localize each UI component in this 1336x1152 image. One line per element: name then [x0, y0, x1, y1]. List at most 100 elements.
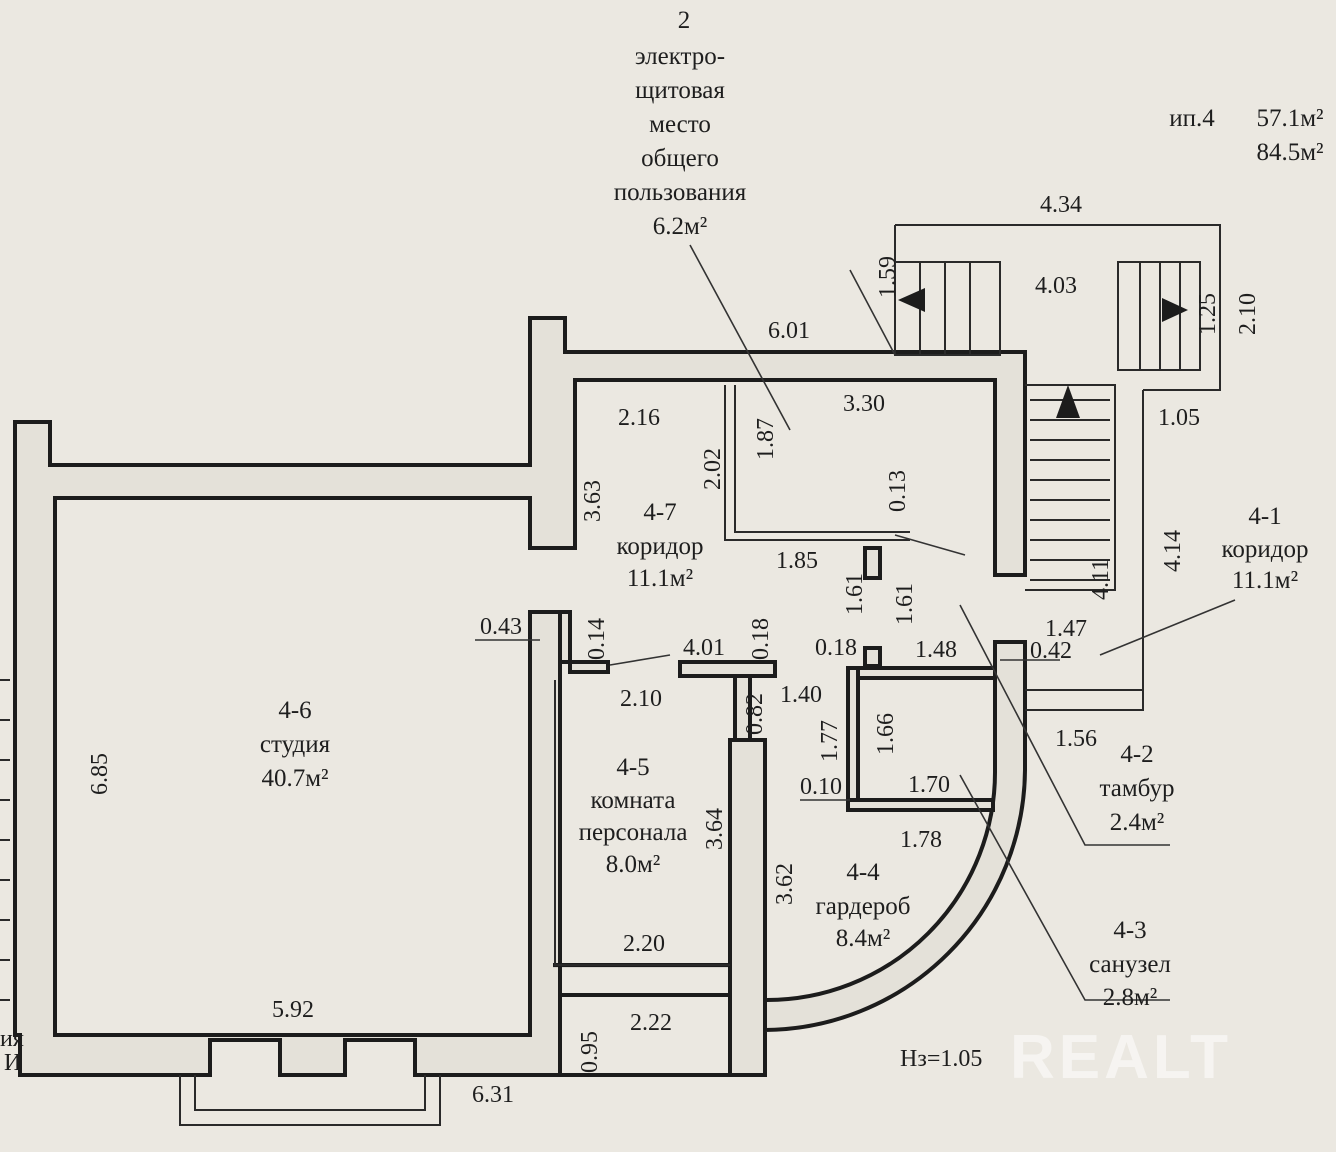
lower-wall	[558, 993, 732, 1077]
room-name: гардероб	[815, 893, 910, 920]
dim-label: 4.11	[1088, 559, 1114, 600]
room-2-name-line: место	[649, 111, 711, 138]
room-staff: 4-5 комната персонала 8.0м²	[579, 754, 688, 878]
dim-label: 2.10	[1235, 293, 1261, 335]
dim-label: 1.77	[817, 720, 843, 762]
dim-label: 0.18	[748, 618, 774, 660]
inner-lines	[0, 224, 1221, 1126]
dim-label: 1.47	[1045, 616, 1087, 642]
room-number: 4-1	[1248, 503, 1281, 530]
room-studio: 4-6 студия 40.7м²	[260, 697, 331, 792]
left-outer-wall	[13, 316, 1027, 1077]
room-number: 4-3	[1113, 917, 1146, 944]
dim-label: 1.48	[915, 637, 957, 663]
room-name: санузел	[1089, 951, 1171, 978]
wall-018	[863, 646, 882, 668]
arrow-left-icon	[898, 288, 925, 312]
edge-fragment-line2: И	[4, 1050, 21, 1076]
dim-label: 3.63	[580, 480, 606, 522]
walls	[13, 316, 1027, 1077]
wall-bath-bottom	[846, 798, 995, 812]
room-name: персонала	[579, 819, 688, 846]
room-number: 4-7	[643, 499, 676, 526]
room-area: 8.0м²	[606, 851, 661, 878]
dimension-labels: 4.34 4.03 1.59 1.25 2.10 6.01 3.30 2.16 …	[87, 192, 1261, 1108]
room-number: 4-4	[846, 859, 880, 886]
room-2-name-line: электро-	[635, 43, 725, 70]
room-corridor-4-7: 4-7 коридор 11.1м²	[617, 499, 704, 592]
leader-lines	[475, 244, 1236, 1001]
dim-label: 4.01	[683, 635, 725, 661]
wardrobe-arc-wall	[728, 640, 1027, 1077]
room-2-area: 6.2м²	[653, 213, 708, 240]
dim-label: 1.87	[753, 418, 779, 460]
dim-label: 2.02	[700, 448, 726, 490]
dim-label: 3.62	[772, 863, 798, 905]
arrow-right-icon	[1162, 298, 1188, 322]
arrows	[898, 288, 1188, 418]
height-label: Нз=1.05	[900, 1046, 982, 1072]
total-area-2: 84.5м²	[1256, 139, 1323, 166]
dim-label: 2.16	[618, 405, 660, 431]
dim-label: 0.82	[742, 693, 768, 735]
room-2-name-line: щитовая	[635, 77, 725, 104]
room-number: 4-5	[616, 754, 649, 781]
room-bathroom: 4-3 санузел 2.8м²	[1089, 917, 1171, 1011]
dim-label: 0.13	[885, 470, 911, 512]
room-area: 2.8м²	[1103, 984, 1158, 1011]
room-area: 8.4м²	[836, 925, 891, 952]
dim-label: 1.85	[776, 548, 818, 574]
room-vestibule: 4-2 тамбур 2.4м²	[1100, 741, 1175, 836]
dim-label: 0.10	[800, 774, 842, 800]
total-area-1: 57.1м²	[1256, 105, 1323, 132]
dim-label: 2.20	[623, 931, 665, 957]
dim-label: 2.22	[630, 1010, 672, 1036]
dim-label: 1.70	[908, 772, 950, 798]
room-corridor-4-1: 4-1 коридор 11.1м²	[1222, 503, 1309, 594]
room-area: 11.1м²	[1232, 567, 1298, 594]
dim-label: 1.56	[1055, 726, 1097, 752]
room-name: студия	[260, 731, 331, 758]
dim-label: 3.30	[843, 391, 885, 417]
dim-label: 1.66	[873, 713, 899, 755]
dim-label: 6.31	[472, 1082, 514, 1108]
room-wardrobe: 4-4 гардероб 8.4м²	[815, 859, 910, 952]
dim-label: 3.64	[702, 808, 728, 850]
wall-bath-top	[846, 666, 997, 680]
dim-label: 0.14	[584, 618, 610, 660]
room-area: 40.7м²	[261, 765, 328, 792]
dim-label: 0.42	[1030, 638, 1072, 664]
dim-label: 4.14	[1160, 530, 1186, 572]
dim-label: 0.18	[815, 635, 857, 661]
room-number: 4-6	[278, 697, 311, 724]
realt-watermark: REALT	[1010, 1023, 1232, 1092]
room-name: коридор	[617, 533, 704, 560]
partition-401	[678, 660, 777, 678]
room-name: коридор	[1222, 536, 1309, 563]
arrow-up-icon	[1056, 385, 1080, 418]
dim-label: 4.34	[1040, 192, 1082, 218]
room-name: комната	[591, 787, 676, 814]
dim-label: 1.78	[900, 827, 942, 853]
dim-label: 1.05	[1158, 405, 1200, 431]
dim-label: 1.61	[842, 573, 868, 615]
ip-label: ип.4	[1169, 105, 1215, 132]
dim-label: 1.25	[1195, 293, 1221, 335]
room-2-name-line: пользования	[614, 179, 747, 206]
dim-label: 4.03	[1035, 273, 1077, 299]
dim-label: 1.59	[875, 256, 901, 298]
dim-label: 6.01	[768, 318, 810, 344]
wall-bath-left	[846, 666, 860, 810]
room-2-name-line: общего	[641, 145, 719, 172]
room-number: 4-2	[1120, 741, 1153, 768]
room-name: тамбур	[1100, 775, 1175, 802]
dim-label: 1.40	[780, 682, 822, 708]
wall-0185	[863, 546, 882, 580]
dim-label: 2.10	[620, 686, 662, 712]
dim-label: 0.43	[480, 614, 522, 640]
room-2-number: 2	[678, 7, 691, 34]
room-area: 2.4м²	[1110, 809, 1165, 836]
room-area: 11.1м²	[627, 565, 693, 592]
dim-label: 6.85	[87, 753, 113, 795]
